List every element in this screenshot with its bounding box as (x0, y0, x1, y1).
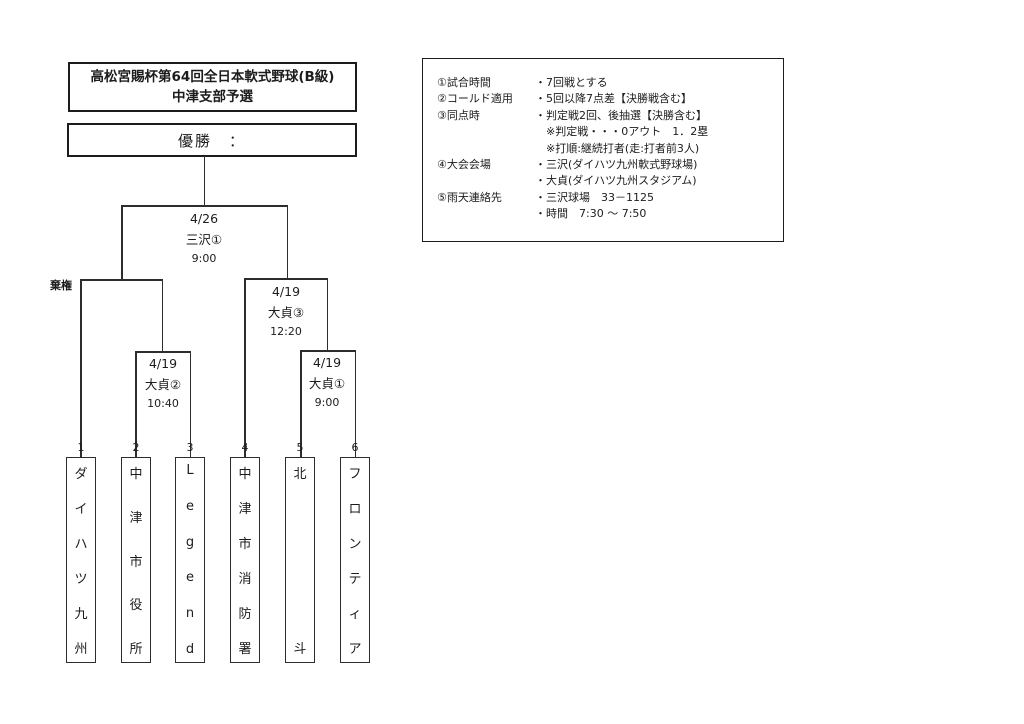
seed-number-3: 3 (186, 441, 194, 454)
forfeit-label: 棄権 (50, 279, 72, 292)
match-semi-right-date: 4/19 (271, 284, 301, 299)
team-box-5: 北斗 (285, 457, 315, 663)
tournament-title-line2: 中津支部予選 (172, 89, 253, 105)
match-quarter-left-time: 10:40 (147, 397, 179, 410)
match-quarter-right: 4/19 大貞① 9:00 (277, 355, 377, 409)
rule-text: ・三沢球場 33－1125 (535, 190, 654, 204)
match-semi-right-time: 12:20 (270, 325, 302, 338)
seed-number-1: 1 (77, 441, 85, 454)
seed-number-5: 5 (296, 441, 304, 454)
champion-label: 優勝 ： (177, 131, 246, 150)
tournament-title-box: 高松宮賜杯第64回全日本軟式野球(B級) 中津支部予選 (68, 62, 357, 112)
rule-text: ※打順:継続打者(走:打者前3人) (535, 141, 700, 155)
rule-label: ⑤雨天連絡先 (437, 190, 502, 204)
rule-row: ①試合時間 ・7回戦とする (437, 75, 783, 91)
match-quarter-right-time: 9:00 (314, 396, 340, 409)
rule-row: ④大会会場 ・三沢(ダイハツ九州軟式野球場) (437, 157, 783, 173)
rule-label: ②コールド適用 (437, 92, 513, 106)
right-semi-right-line (326, 278, 328, 351)
team1-line (80, 279, 82, 457)
match-semi-right: 4/19 大貞③ 12:20 (236, 284, 336, 338)
rule-label: ④大会会場 (437, 158, 491, 172)
rule-label: ①試合時間 (437, 76, 491, 89)
seed-number-2: 2 (132, 441, 140, 454)
final-bar-line (121, 205, 288, 207)
rule-row: ⑤雨天連絡先 ・三沢球場 33－1125 (437, 190, 783, 206)
tournament-title-line1: 高松宮賜杯第64回全日本軟式野球(B級) (90, 69, 335, 85)
team5-line (300, 350, 302, 457)
left-semi-right-line (161, 279, 163, 352)
rule-label (437, 141, 535, 157)
rule-text: ・5回以降7点差【決勝戦含む】 (535, 92, 692, 106)
left-semi-bar-line (80, 279, 163, 281)
match-quarter-left: 4/19 大貞② 10:40 (113, 356, 213, 410)
champion-box: 優勝 ： (67, 123, 357, 157)
rule-row: ②コールド適用 ・5回以降7点差【決勝戦含む】 (437, 91, 783, 107)
champion-connector-line (203, 156, 205, 206)
rule-text: ・判定戦2回、後抽選【決勝含む】 (535, 108, 707, 122)
rules-box: ①試合時間 ・7回戦とする ②コールド適用 ・5回以降7点差【決勝戦含む】 ③同点時… (422, 58, 784, 242)
team6-line (354, 350, 356, 457)
rule-label (437, 124, 535, 140)
rule-row: ・時間 7:30 ～ 7:50 (437, 206, 783, 222)
rule-row: ※判定戦・・・0アウト 1．2塁 (437, 124, 783, 140)
rule-text: ・三沢(ダイハツ九州軟式野球場) (535, 158, 698, 172)
team2-line (135, 351, 137, 457)
rule-text: ・大貞(ダイハツ九州スタジアム) (535, 174, 697, 188)
rule-text: ※判定戦・・・0アウト 1．2塁 (535, 125, 709, 139)
match-final-venue: 三沢① (185, 232, 223, 247)
team-box-1: ダイハツ九州 (66, 457, 96, 663)
quarter-right-bar-line (300, 350, 356, 352)
rule-label: ③同点時 (437, 108, 480, 122)
team4-line (244, 278, 246, 457)
final-left-line (121, 205, 123, 280)
rule-row: ・大貞(ダイハツ九州スタジアム) (437, 173, 783, 189)
rule-row: ③同点時 ・判定戦2回、後抽選【決勝含む】 (437, 108, 783, 124)
rule-row: ※打順:継続打者(走:打者前3人) (437, 141, 783, 157)
match-quarter-left-venue: 大貞② (144, 377, 182, 392)
match-final-time: 9:00 (191, 252, 217, 265)
rule-text: ・7回戦とする (535, 76, 608, 89)
quarter-left-bar-line (135, 351, 191, 353)
right-semi-bar-line (244, 278, 328, 280)
rule-label (437, 206, 535, 222)
seed-number-4: 4 (241, 441, 249, 454)
match-semi-right-venue: 大貞③ (267, 305, 305, 320)
rule-text: ・時間 7:30 ～ 7:50 (535, 207, 647, 221)
match-quarter-right-venue: 大貞① (308, 376, 346, 391)
rule-label (437, 173, 535, 189)
match-quarter-left-date: 4/19 (148, 356, 178, 371)
final-right-line (286, 205, 288, 279)
team-box-6: フロンティア (340, 457, 370, 663)
seed-number-6: 6 (351, 441, 359, 454)
match-final-date: 4/26 (189, 211, 219, 226)
match-final: 4/26 三沢① 9:00 (154, 211, 254, 265)
match-quarter-right-date: 4/19 (312, 355, 342, 370)
team-box-4: 中津市消防署 (230, 457, 260, 663)
team3-line (189, 351, 191, 457)
team-box-2: 中津市役所 (121, 457, 151, 663)
